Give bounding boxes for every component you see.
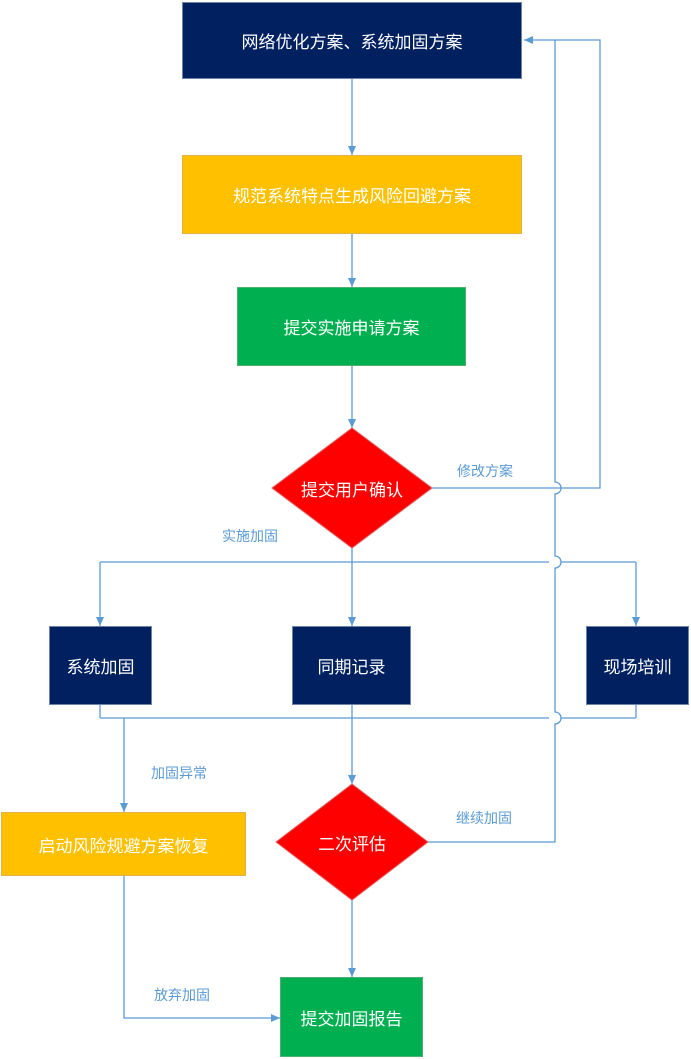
implement-label: 实施加固 bbox=[222, 529, 278, 545]
submit-plan-node: 提交实施申请方案 bbox=[237, 287, 466, 366]
harden-error-label: 加固异常 bbox=[151, 766, 207, 782]
sync-record-text: 同期记录 bbox=[317, 658, 386, 678]
onsite-training-text: 现场培训 bbox=[603, 658, 672, 678]
risk-plan-node: 规范系统特点生成风险回避方案 bbox=[182, 155, 522, 234]
second-eval-diamond bbox=[275, 783, 429, 901]
user-confirm-diamond bbox=[271, 427, 433, 549]
submit-plan-text: 提交实施申请方案 bbox=[283, 319, 420, 339]
edge-continue-harden bbox=[428, 40, 562, 843]
network-plan-node: 网络优化方案、系统加固方案 bbox=[182, 2, 522, 79]
onsite-training-node: 现场培训 bbox=[586, 626, 689, 705]
abandon-label: 放弃加固 bbox=[154, 988, 210, 1004]
modify-plan-label: 修改方案 bbox=[457, 464, 513, 480]
network-plan-text: 网络优化方案、系统加固方案 bbox=[241, 33, 463, 53]
submit-report-text: 提交加固报告 bbox=[300, 1009, 403, 1030]
sys-harden-text: 系统加固 bbox=[66, 658, 135, 678]
second-eval-text: 二次评估 bbox=[318, 834, 386, 855]
start-recovery-node: 启动风险规避方案恢复 bbox=[1, 812, 246, 876]
sys-harden-node: 系统加固 bbox=[49, 626, 152, 705]
start-recovery-text: 启动风险规避方案恢复 bbox=[38, 836, 209, 857]
edge-modify-plan bbox=[432, 36, 601, 489]
risk-plan-text: 规范系统特点生成风险回避方案 bbox=[233, 187, 471, 207]
submit-report-node: 提交加固报告 bbox=[280, 977, 423, 1057]
user-confirm-text: 提交用户确认 bbox=[301, 480, 403, 501]
continue-harden-label: 继续加固 bbox=[456, 811, 512, 827]
sync-record-node: 同期记录 bbox=[292, 626, 411, 705]
edge-abandon bbox=[123, 876, 280, 1022]
